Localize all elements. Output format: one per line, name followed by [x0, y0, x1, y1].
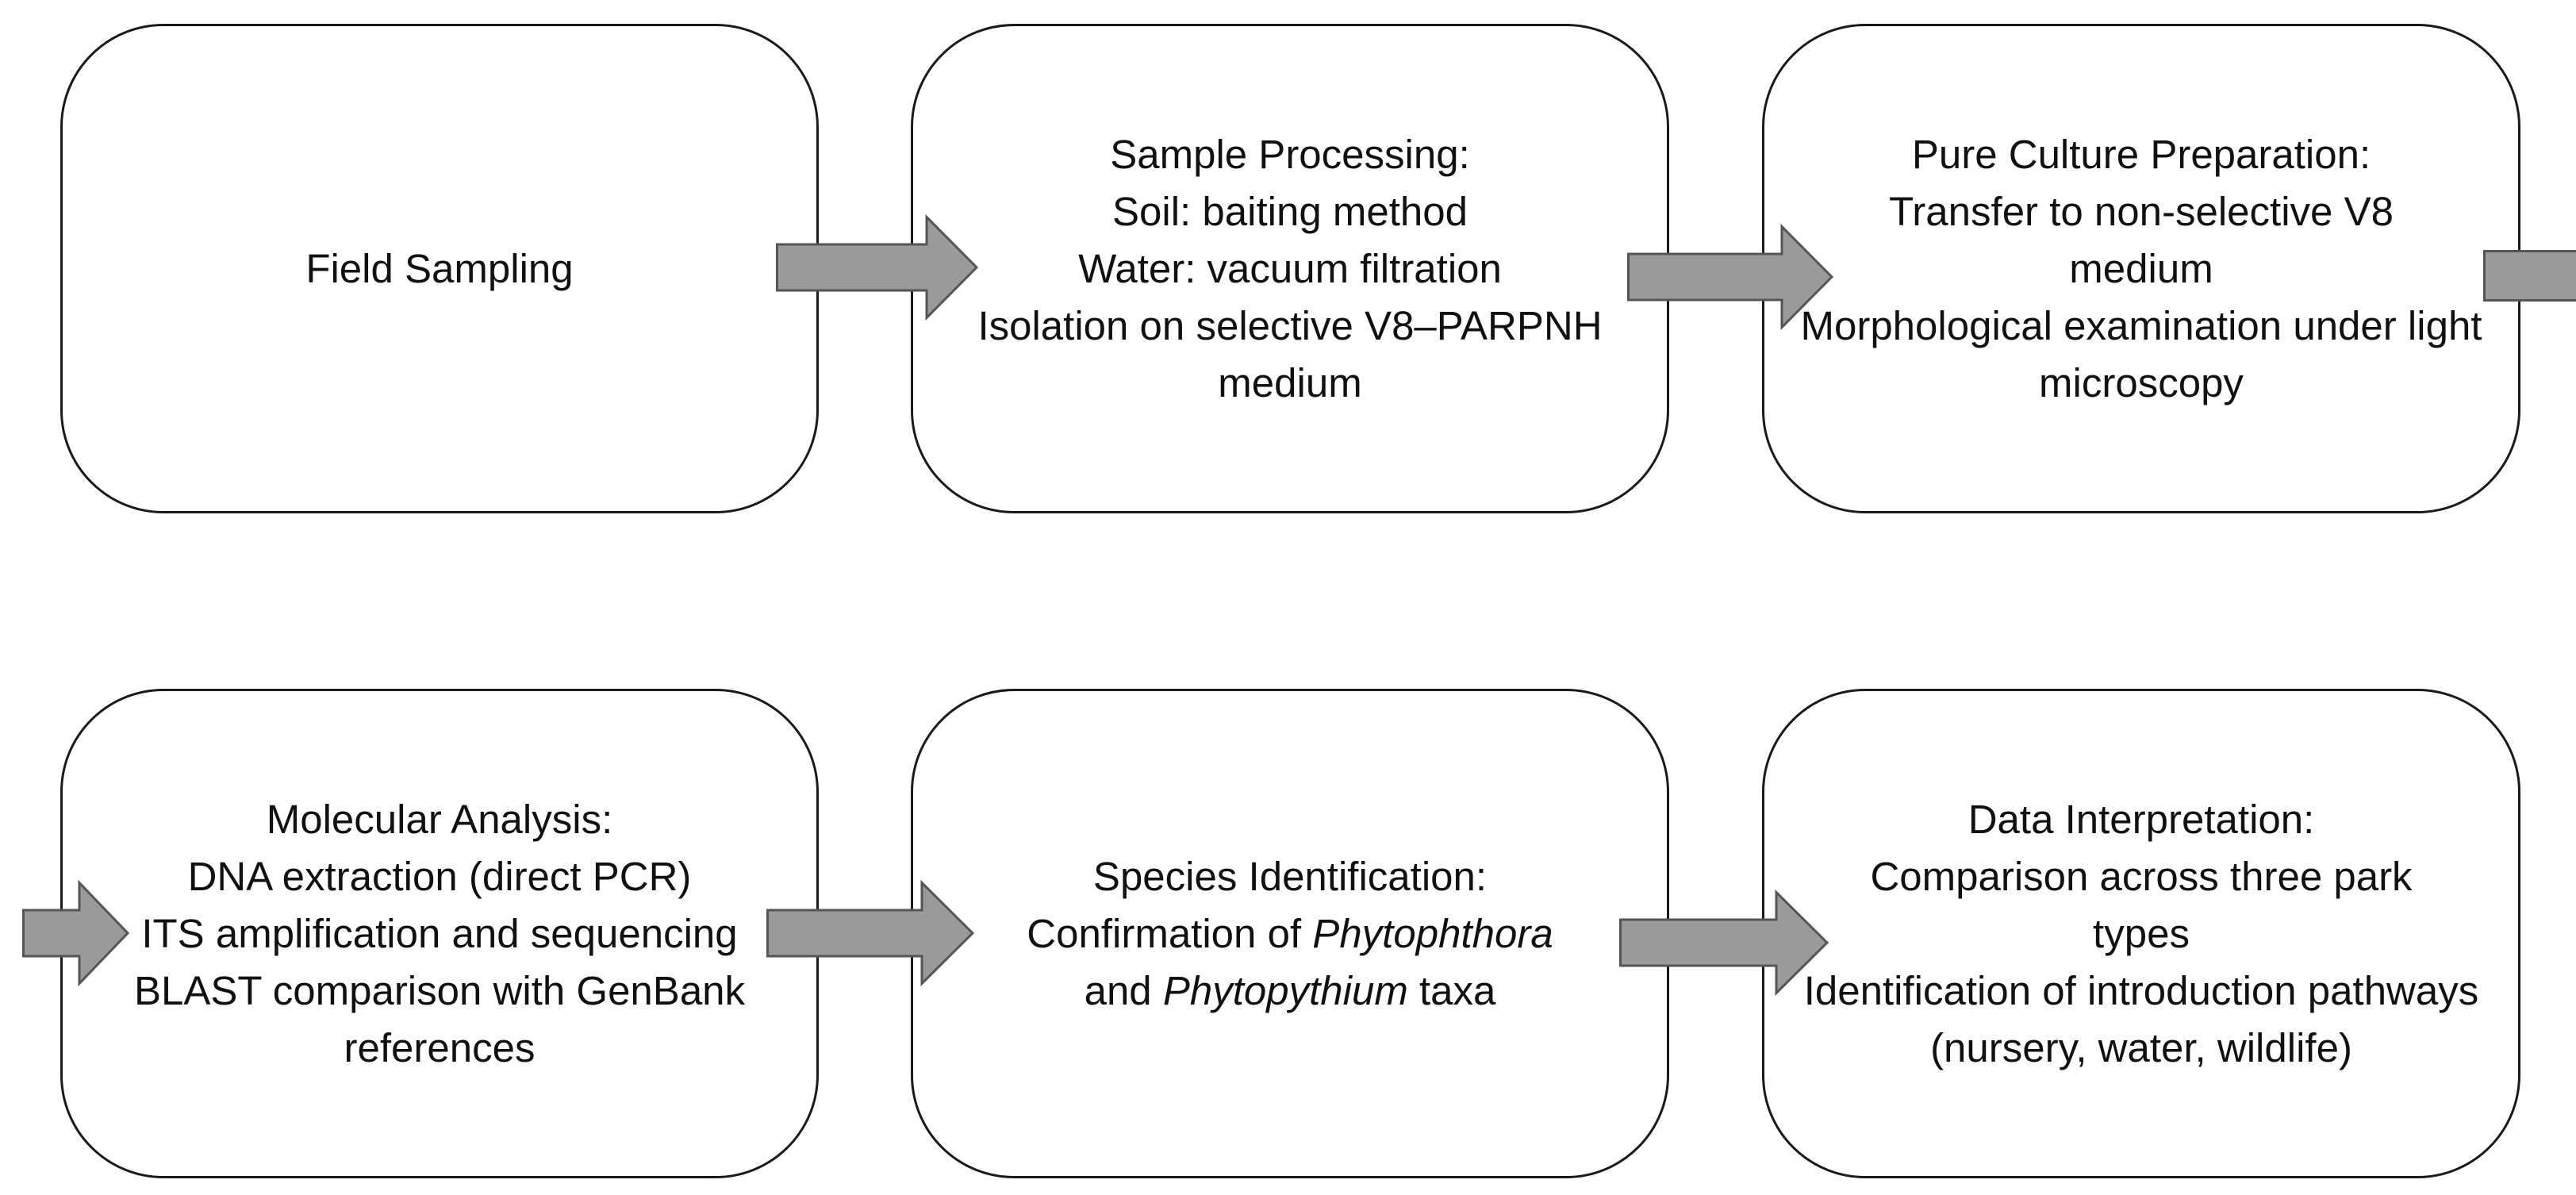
species-identification-line-2: and Phytopythium taxa	[1085, 963, 1496, 1020]
molecular-analysis-blast: BLAST comparison with GenBank references	[133, 967, 746, 1070]
field-sampling-title: Field Sampling	[305, 245, 574, 291]
data-interpretation-box: Data Interpretation: Comparison across t…	[1762, 689, 2520, 1178]
connector-and: and	[1084, 967, 1163, 1013]
sample-processing-water: Water: vacuum filtration	[1078, 245, 1502, 291]
pure-culture-box: Pure Culture Preparation: Transfer to no…	[1762, 24, 2520, 513]
sample-processing-box: Sample Processing: Soil: baiting method …	[911, 24, 1669, 513]
field-sampling-box: Field Sampling	[60, 24, 819, 513]
molecular-analysis-box: Molecular Analysis: DNA extraction (dire…	[60, 689, 819, 1178]
molecular-analysis-dna: DNA extraction (direct PCR)	[187, 853, 692, 899]
sample-processing-soil: Soil: baiting method	[1112, 188, 1468, 234]
arrow-molecular-to-species	[766, 879, 975, 987]
species-identification-box: Species Identification: Confirmation of …	[911, 689, 1669, 1178]
pure-culture-transfer: Transfer to non-selective V8 medium	[1889, 188, 2394, 291]
arrow-right-icon	[766, 879, 975, 987]
sample-processing-isolation: Isolation on selective V8–PARPNH medium	[977, 302, 1603, 405]
arrow-right-icon	[1619, 889, 1829, 997]
genus-phytopythium: Phytopythium	[1162, 967, 1408, 1013]
molecular-analysis-title: Molecular Analysis:	[266, 796, 613, 842]
confirmation-prefix: Confirmation of	[1027, 910, 1313, 956]
arrow-right-icon	[1627, 223, 1834, 331]
taxa-suffix: taxa	[1407, 967, 1496, 1013]
arrow-into-molecular	[22, 879, 130, 987]
data-interpretation-title: Data Interpretation:	[1968, 796, 2315, 842]
pure-culture-morphology: Morphological examination under light mi…	[1800, 302, 2482, 405]
sample-processing-title: Sample Processing:	[1110, 131, 1470, 177]
molecular-analysis-its: ITS amplification and sequencing	[141, 910, 738, 956]
data-interpretation-comparison: Comparison across three park types	[1870, 853, 2413, 956]
arrow-right-icon	[776, 213, 979, 321]
connector-bar-right-edge	[2483, 250, 2576, 302]
arrow-right-icon	[22, 879, 130, 987]
pure-culture-title: Pure Culture Preparation:	[1911, 131, 2371, 177]
arrow-processing-to-culture	[1627, 223, 1834, 331]
species-identification-title: Species Identification:	[1092, 853, 1488, 899]
data-interpretation-pathways: Identification of introduction pathways …	[1803, 967, 2479, 1070]
species-identification-line-1: Confirmation of Phytophthora	[1027, 905, 1553, 963]
arrow-species-to-interpretation	[1619, 889, 1829, 997]
genus-phytophthora: Phytophthora	[1312, 910, 1553, 956]
arrow-field-to-processing	[776, 213, 979, 321]
